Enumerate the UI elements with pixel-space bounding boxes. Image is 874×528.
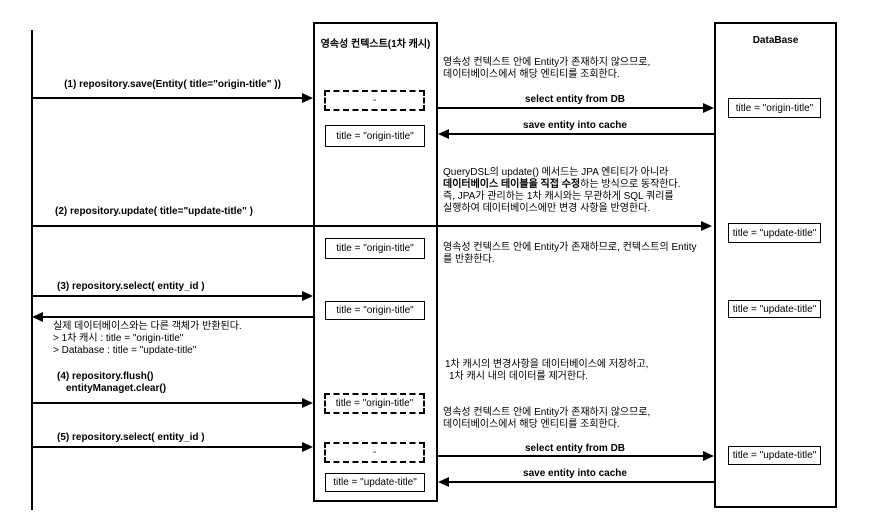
- pc-entity-origin-removed: title = "origin-title": [324, 393, 425, 414]
- db-entity-update-2: title = "update-title": [728, 300, 821, 318]
- label-update: (2) repository.update( title="update-tit…: [55, 206, 253, 217]
- arrow-select-5: [32, 442, 313, 452]
- arrow-save-to-context: [32, 93, 313, 103]
- db-entity-update-3: title = "update-title": [728, 446, 821, 465]
- arrow-select-from-db-bottom: [438, 451, 714, 461]
- label-flush-clear: (4) repository.flush() entityManaget.cle…: [57, 371, 166, 395]
- pc-entity-placeholder-1: -: [324, 90, 425, 111]
- pc-entity-placeholder-2: -: [324, 442, 425, 463]
- arrow-update-to-db: [32, 221, 712, 231]
- note-different-object: 실제 데이터베이스와는 다른 객체가 반환된다. > 1차 캐시 : title…: [53, 321, 242, 356]
- pc-entity-origin-1: title = "origin-title": [325, 125, 425, 147]
- persistence-context-box: 영속성 컨텍스트(1차 캐시): [313, 22, 438, 502]
- arrow-return-entity: [32, 312, 313, 322]
- db-entity-origin: title = "origin-title": [728, 98, 821, 118]
- label-select-3: (3) repository.select( entity_id ): [57, 281, 205, 292]
- note-select-missing-bottom: 영속성 컨텍스트 안에 Entity가 존재하지 않으므로, 데이터베이스에서 …: [443, 407, 651, 430]
- label-select-from-db-top: select entity from DB: [524, 94, 626, 105]
- note-select-missing-top: 영속성 컨텍스트 안에 Entity가 존재하지 않으므로, 데이터베이스에서 …: [443, 57, 651, 80]
- arrow-save-into-cache-top: [438, 129, 714, 139]
- label-flush-line2: entityManaget.clear(): [66, 383, 167, 394]
- pc-entity-origin-3: title = "origin-title": [325, 301, 425, 320]
- persistence-context-title: 영속성 컨텍스트(1차 캐시): [320, 39, 431, 50]
- database-title: DataBase: [752, 35, 799, 46]
- arrow-flush-clear: [32, 398, 313, 408]
- label-save-into-cache-top: save entity into cache: [523, 120, 627, 131]
- arrow-select-3: [32, 291, 313, 301]
- note-flush-clear: 1차 캐시의 변경사항을 데이터베이스에 저장하고, 1차 캐시 내의 데이터를…: [445, 359, 649, 382]
- pc-entity-origin-2: title = "origin-title": [325, 238, 425, 259]
- label-flush-line1: (4) repository.flush(): [57, 371, 154, 382]
- label-select-5: (5) repository.select( entity_id ): [57, 432, 205, 443]
- label-save: (1) repository.save(Entity( title="origi…: [64, 79, 281, 90]
- db-entity-update-1: title = "update-title": [728, 223, 821, 243]
- label-select-from-db-bottom: select entity from DB: [524, 443, 626, 454]
- label-save-into-cache-bottom: save entity into cache: [523, 468, 627, 479]
- pc-entity-update: title = "update-title": [325, 473, 425, 492]
- note-querydsl: QueryDSL의 update() 메서드는 JPA 엔티티가 아니라 데이터…: [443, 167, 681, 214]
- arrow-select-from-db-top: [438, 103, 714, 113]
- caller-lifeline: [31, 30, 33, 510]
- arrow-save-into-cache-bottom: [438, 477, 714, 487]
- note-entity-exists: 영속성 컨텍스트 안에 Entity가 존재하므로, 컨텍스트의 Entity …: [443, 242, 697, 265]
- database-box: DataBase: [714, 22, 837, 508]
